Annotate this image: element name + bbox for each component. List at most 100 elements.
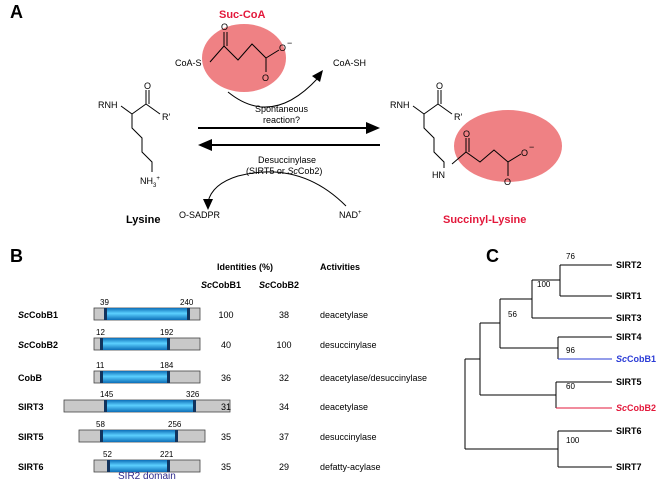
domain-start: 11 [96,361,105,370]
domain-edge [193,400,196,412]
sir2-domain [100,430,178,442]
bootstrap-value: 100 [537,280,551,289]
panel-a-label: A [10,2,23,22]
tree-leaf-label: ScCobB2 [616,403,656,413]
identity-cobb2: 38 [279,310,289,320]
bootstrap-value: 100 [566,436,580,445]
tree-leaf-label: SIRT7 [616,462,642,472]
domain-edge [167,460,170,472]
protein-name: SIRT6 [18,462,44,472]
suc-coa-label: Suc-CoA [219,9,266,21]
phylogenetic-tree [464,264,612,468]
spontaneous-text: Spontaneous [255,104,309,114]
identity-cobb1: 40 [221,340,231,350]
coa-s-label: CoA-S [175,58,202,68]
arrowhead [366,122,380,134]
tree-leaf-label: SIRT6 [616,426,642,436]
tree-leaf-label: SIRT5 [616,377,642,387]
domain-end: 240 [180,298,194,307]
identity-cobb1: 36 [221,373,231,383]
o-label: O [504,177,511,187]
protein-row: CobB 11 184 36 32 deacetylase/desuccinylase [18,361,427,384]
sir2-domain [100,371,170,383]
sir2-domain [107,460,170,472]
domain-edge [104,308,107,320]
identity-cobb2: 37 [279,432,289,442]
domain-edge [100,371,103,383]
activity: deacetylase [320,402,368,412]
coa-sh-label: CoA-SH [333,58,366,68]
identity-cobb1: 35 [221,462,231,472]
arrowhead [203,199,213,210]
arrowhead [198,139,212,151]
desuccinylase-text: Desuccinylase [258,155,316,165]
identities-header: Identities (%) [217,262,273,272]
o-label: O [463,129,470,139]
o-label: O [144,81,151,91]
col-header-cobb2: ScCobB2 [259,280,299,290]
domain-start: 52 [103,450,112,459]
identity-cobb2: 100 [276,340,291,350]
domain-start: 39 [100,298,109,307]
nad-label: NAD+ [339,210,362,220]
identity-cobb2: 34 [279,402,289,412]
domain-end: 184 [160,361,174,370]
succinyl-lysine-label: Succinyl-Lysine [443,214,526,226]
sir2-domain-label: SIR2 domain [118,471,176,482]
suc-coa-highlight [202,24,286,92]
activity: desuccinylase [320,432,377,442]
minus-label: − [529,142,534,152]
protein-name: CobB [18,373,42,383]
domain-edge [107,460,110,472]
coa-release-arc [227,77,319,108]
identity-cobb1: 35 [221,432,231,442]
lysine-label: Lysine [126,214,160,226]
o-label: O [262,73,269,83]
domain-end: 256 [168,420,182,429]
identity-cobb1: 100 [218,310,233,320]
domain-edge [187,308,190,320]
domain-edge [175,430,178,442]
bootstrap-value: 96 [566,346,575,355]
protein-name: SIRT3 [18,402,44,412]
sir2-domain [100,338,170,350]
o-label: O [221,22,228,32]
domain-edge [167,338,170,350]
domain-edge [100,338,103,350]
bootstrap-value: 76 [566,252,575,261]
r-prime-label: R′ [454,112,462,122]
domain-start: 12 [96,328,105,337]
domain-end: 192 [160,328,174,337]
succinyl-lysine-structure [412,90,522,176]
identity-cobb2: 29 [279,462,289,472]
minus-label: − [287,38,292,48]
activity: deacetylase/desuccinylase [320,373,427,383]
domain-edge [167,371,170,383]
domain-edge [100,430,103,442]
tree-labels: SIRT2SIRT1SIRT3SIRT4ScCobB1SIRT5ScCobB2S… [508,252,656,472]
o-label: O [436,81,443,91]
bootstrap-value: 56 [508,310,517,319]
tree-leaf-label: SIRT2 [616,260,642,270]
identity-cobb2: 32 [279,373,289,383]
lysine-structure [120,90,161,172]
activity: deacetylase [320,310,368,320]
tree-leaf-label: SIRT1 [616,291,642,301]
sir2-domain [104,400,196,412]
sir2-domain [104,308,190,320]
desuccinylase-text: (SIRT5 or ScCob2) [246,166,322,176]
tree-leaf-label: SIRT3 [616,313,642,323]
arrowhead [312,70,323,82]
col-header-cobb1: ScCobB1 [201,280,241,290]
protein-name: SIRT5 [18,432,44,442]
domain-end: 221 [160,450,174,459]
panel-c-label: C [486,246,499,266]
nh3-label: NH3+ [140,176,160,189]
